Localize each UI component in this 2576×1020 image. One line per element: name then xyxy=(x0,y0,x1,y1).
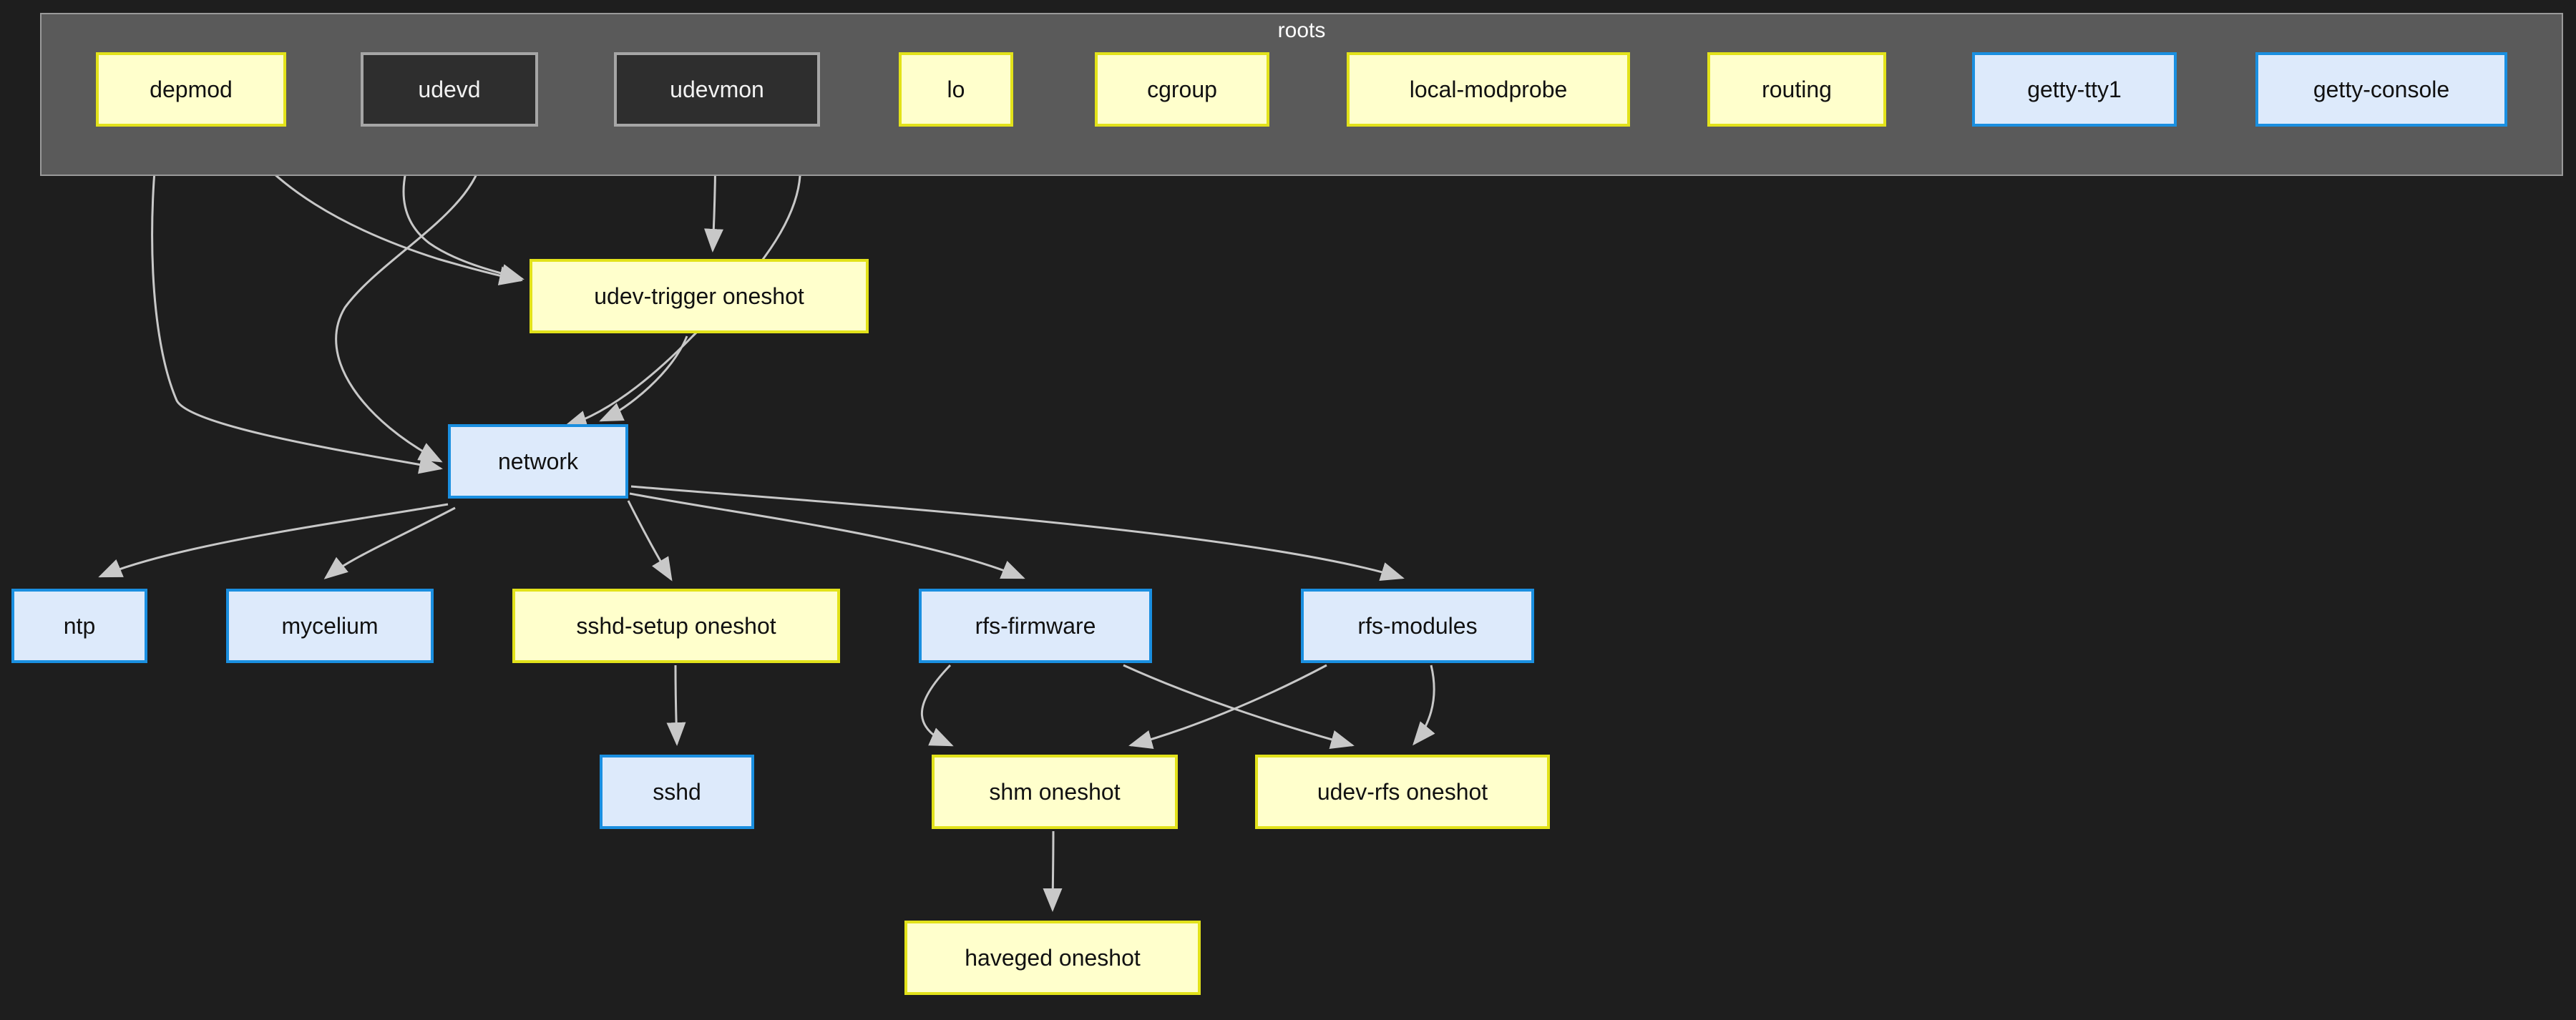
node-label: rfs-modules xyxy=(1357,613,1478,639)
node-label: rfs-firmware xyxy=(975,613,1096,639)
node-depmod[interactable]: depmod xyxy=(96,52,286,127)
node-label: udevd xyxy=(418,77,481,102)
node-label: getty-tty1 xyxy=(2027,77,2122,102)
edge-udevd-to-network xyxy=(335,129,484,463)
node-label: depmod xyxy=(150,77,233,102)
node-ntp[interactable]: ntp xyxy=(11,589,147,663)
node-label: haveged oneshot xyxy=(965,945,1141,971)
node-label: sshd xyxy=(653,779,701,805)
node-label: udevmon xyxy=(670,77,764,102)
edge-rfs-modules-to-udev-rfs xyxy=(1413,665,1435,746)
node-shm[interactable]: shm oneshot xyxy=(932,755,1178,829)
edge-udev-trigger-to-network xyxy=(599,335,688,422)
edge-network-to-mycelium xyxy=(323,506,456,579)
edge-network-to-sshd-setup xyxy=(627,500,673,582)
cluster-roots-label: roots xyxy=(1277,19,1326,42)
edge-network-to-ntp xyxy=(98,503,449,578)
node-label: sshd-setup oneshot xyxy=(576,613,776,639)
edges-group xyxy=(98,129,1435,912)
node-sshd-setup[interactable]: sshd-setup oneshot xyxy=(512,589,840,663)
node-cgroup[interactable]: cgroup xyxy=(1095,52,1269,127)
edge-depmod-to-network xyxy=(151,129,443,474)
node-label: network xyxy=(497,448,579,474)
node-label: routing xyxy=(1762,77,1832,102)
node-rfs-firmware[interactable]: rfs-firmware xyxy=(919,589,1152,663)
node-getty-console[interactable]: getty-console xyxy=(2255,52,2507,127)
node-udevd[interactable]: udevd xyxy=(361,52,538,127)
node-label: shm oneshot xyxy=(989,779,1121,805)
node-local-modprobe[interactable]: local-modprobe xyxy=(1347,52,1630,127)
edge-rfs-firmware-to-udev-rfs xyxy=(1123,664,1355,750)
node-lo[interactable]: lo xyxy=(899,52,1013,127)
edge-network-to-rfs-firmware xyxy=(629,492,1025,579)
node-udev-rfs[interactable]: udev-rfs oneshot xyxy=(1255,755,1550,829)
edge-sshd-setup-to-sshd xyxy=(666,665,686,746)
node-getty-tty1[interactable]: getty-tty1 xyxy=(1972,52,2177,127)
node-label: ntp xyxy=(63,613,96,639)
edge-rfs-modules-to-shm xyxy=(1128,664,1327,750)
node-label: mycelium xyxy=(281,613,379,639)
node-label: local-modprobe xyxy=(1409,77,1568,102)
node-label: getty-console xyxy=(2313,77,2450,102)
node-haveged[interactable]: haveged oneshot xyxy=(904,921,1201,995)
node-udevmon[interactable]: udevmon xyxy=(614,52,820,127)
edge-network-to-rfs-modules xyxy=(630,485,1405,582)
node-routing[interactable]: routing xyxy=(1707,52,1886,127)
node-udev-trigger[interactable]: udev-trigger oneshot xyxy=(530,259,869,333)
node-mycelium[interactable]: mycelium xyxy=(226,589,434,663)
node-sshd[interactable]: sshd xyxy=(600,755,754,829)
node-label: cgroup xyxy=(1147,77,1217,102)
node-label: udev-trigger oneshot xyxy=(594,283,804,309)
node-label: lo xyxy=(947,77,965,102)
node-rfs-modules[interactable]: rfs-modules xyxy=(1301,589,1534,663)
edge-rfs-firmware-to-shm xyxy=(921,664,954,747)
node-network[interactable]: network xyxy=(448,424,628,499)
node-label: udev-rfs oneshot xyxy=(1317,779,1488,805)
